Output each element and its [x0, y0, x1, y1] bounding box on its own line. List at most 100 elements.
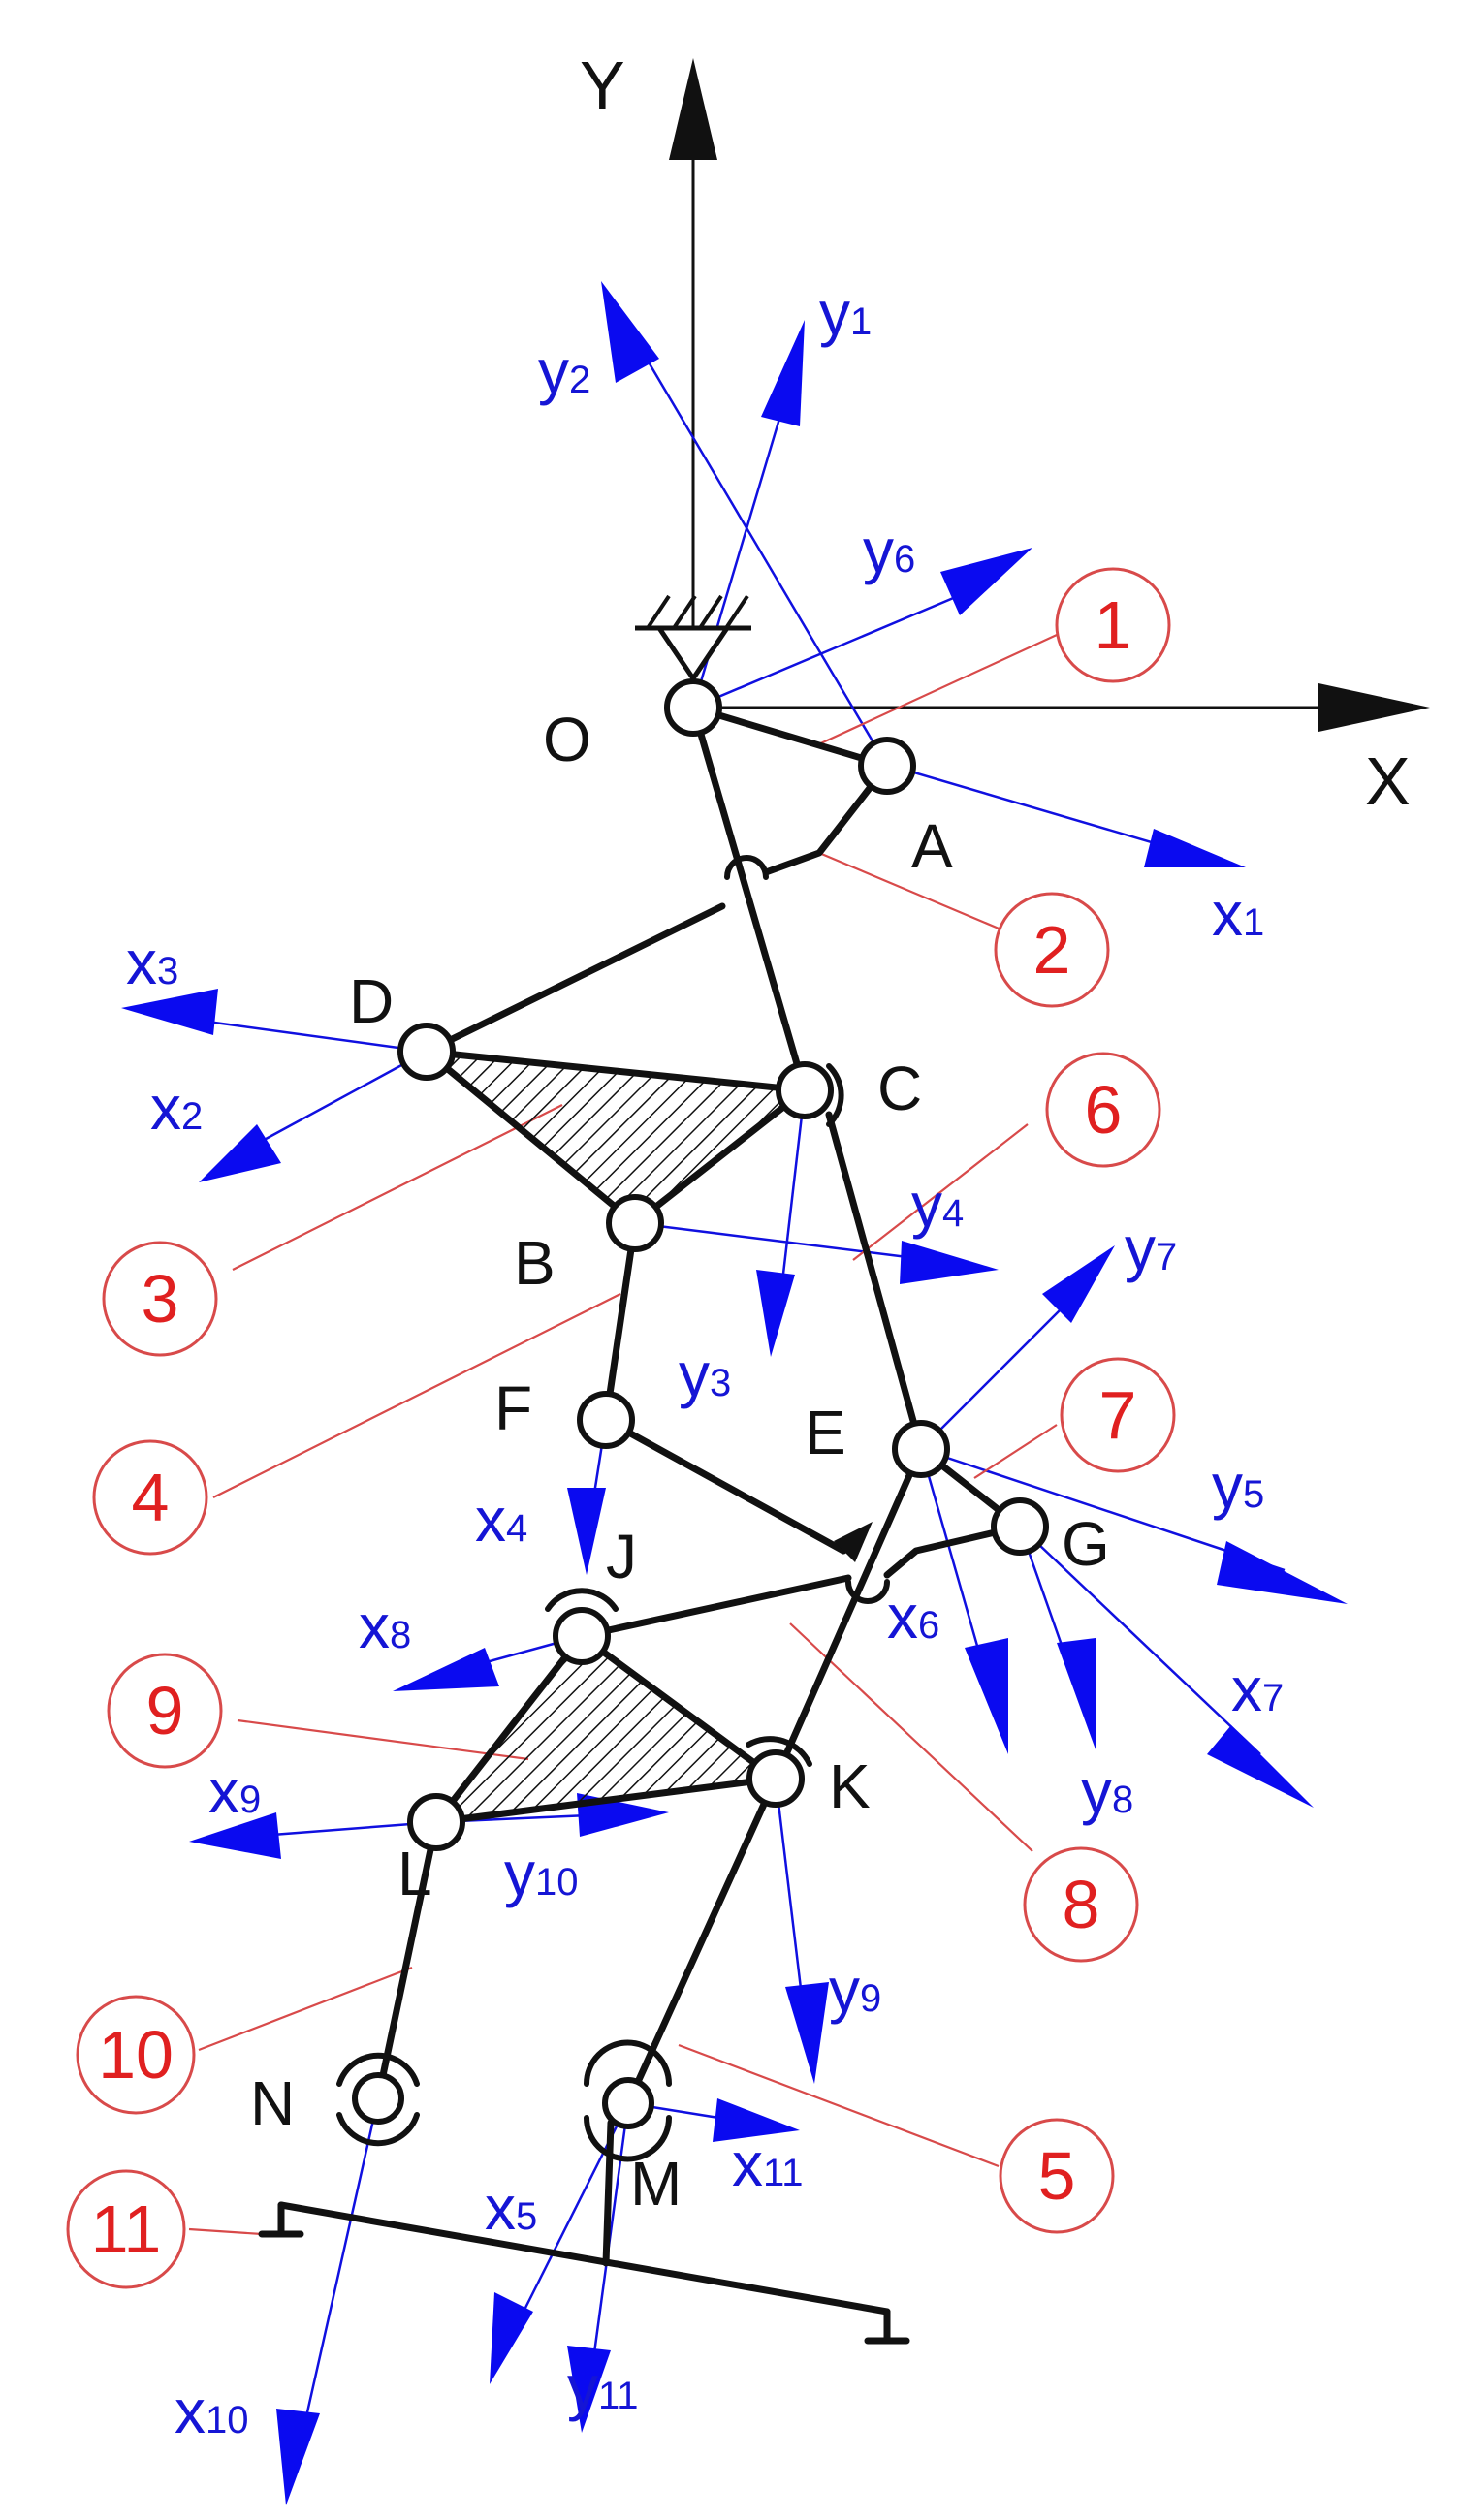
joint-M-cup-top [584, 2039, 672, 2087]
joint-F [577, 1391, 635, 1449]
y-axis-arrowhead [669, 58, 717, 160]
axis-x3-arrowhead [121, 989, 218, 1035]
svg-text:5: 5 [1038, 2138, 1076, 2214]
joint-G [991, 1497, 1049, 1556]
platform-beam [277, 2201, 891, 2315]
axis-y7-line [920, 1288, 1082, 1450]
axis-y6-arrowhead [940, 548, 1032, 615]
label-C: C [877, 1054, 922, 1123]
axis-x2-line [256, 1050, 428, 1146]
axis-y2-line [633, 338, 889, 767]
link-LN [374, 1818, 440, 2102]
label-y2: y2 [538, 336, 590, 406]
ground-platform [258, 2201, 910, 2345]
joint-J [553, 1607, 611, 1665]
axis-x11-arrowhead [713, 2098, 800, 2142]
callout-6: 6 [1045, 1052, 1161, 1168]
joint-C [776, 1061, 834, 1119]
svg-text:6: 6 [1085, 1072, 1123, 1148]
axis-y5-line [920, 1447, 1286, 1572]
label-x3: x3 [126, 928, 178, 997]
axis-x7-arrowhead [1207, 1725, 1314, 1808]
joint-C-cup [826, 1063, 844, 1127]
global-axes: Y X [580, 47, 1430, 819]
link-OA [689, 704, 891, 770]
axis-y8-arrowhead [1057, 1638, 1096, 1749]
label-y1: y1 [819, 278, 872, 348]
axis-x2-arrowhead [199, 1124, 281, 1182]
label-x10: x10 [175, 2377, 249, 2446]
leader-4 [212, 1293, 621, 1498]
joint-D [397, 1023, 456, 1081]
y-axis-label: Y [580, 47, 625, 123]
ground-support [635, 594, 751, 683]
link-2-crank [762, 762, 891, 876]
joint-K-cup [746, 1736, 812, 1767]
leader-5 [678, 2043, 1000, 2168]
axis-x7-line [1019, 1526, 1261, 1755]
label-F: F [494, 1373, 532, 1443]
axis-y9-arrowhead [785, 1982, 829, 2084]
frame-labels: x1 y1 y2 y6 x3 x2 y3 y4 y7 y5 x6 x7 y8 x… [126, 278, 1284, 2446]
label-y10: y10 [504, 1839, 579, 1908]
callout-10: 10 [76, 1995, 196, 2115]
leader-9 [237, 1718, 529, 1761]
callout-leaders [188, 634, 1058, 2236]
axis-x10-arrowhead [276, 2409, 320, 2505]
callout-1: 1 [1055, 567, 1171, 683]
label-J: J [606, 1522, 637, 1591]
label-B: B [514, 1228, 556, 1298]
axis-x10-line [299, 2097, 380, 2443]
joint-M-cup-bottom [584, 2115, 672, 2162]
joint-A [858, 737, 916, 795]
label-y3: y3 [679, 1339, 731, 1409]
axis-x6-arrowhead [965, 1638, 1008, 1754]
svg-text:2: 2 [1033, 912, 1071, 988]
label-x5: x5 [485, 2173, 537, 2243]
link-EK [772, 1445, 925, 1782]
label-x7: x7 [1231, 1654, 1284, 1724]
joint-N-cup-bottom [336, 2112, 420, 2147]
point-labels: O A D C B F E G J K L N M [250, 705, 1110, 2219]
axis-y4-arrowhead [900, 1241, 999, 1284]
svg-text:10: 10 [98, 2017, 174, 2093]
x-axis-arrowhead [1318, 683, 1430, 732]
link-CE [825, 1111, 925, 1453]
label-L: L [397, 1839, 432, 1908]
link-8-J [578, 1574, 852, 1640]
joint-B [606, 1194, 664, 1252]
axis-y4-line [634, 1221, 932, 1262]
label-x4: x4 [475, 1485, 527, 1555]
label-x9: x9 [208, 1756, 261, 1826]
callouts: 1 2 3 4 5 6 7 8 [66, 567, 1176, 2289]
label-y9: y9 [829, 1955, 881, 2025]
link-D-hub [423, 902, 726, 1055]
callout-2: 2 [994, 892, 1110, 1008]
leader-3 [232, 1104, 563, 1271]
axis-y5-arrowhead [1217, 1541, 1348, 1604]
plate-9 [432, 1632, 779, 1826]
ground-triangle [654, 625, 732, 683]
link-M-ground [602, 2119, 615, 2267]
callout-8: 8 [1023, 1846, 1139, 1963]
joint-O [664, 678, 722, 737]
label-y6: y6 [863, 516, 915, 585]
leader-2 [818, 851, 1004, 932]
joint-N-cup-top [336, 2052, 420, 2087]
leader-10 [198, 1966, 413, 2052]
label-y8: y8 [1081, 1756, 1133, 1826]
label-N: N [250, 2068, 295, 2138]
label-M: M [630, 2149, 682, 2219]
joint-E [892, 1420, 950, 1478]
svg-text:4: 4 [132, 1460, 170, 1535]
svg-text:8: 8 [1063, 1867, 1100, 1942]
axis-y6-line [692, 589, 970, 709]
x-axis-label: X [1365, 743, 1411, 819]
axis-x9-arrowhead [189, 1812, 281, 1859]
joint-N [352, 2072, 404, 2125]
svg-text:3: 3 [142, 1261, 179, 1337]
joint-M [602, 2077, 654, 2129]
svg-text:7: 7 [1099, 1377, 1137, 1453]
axis-y11-arrowhead [567, 2346, 611, 2433]
